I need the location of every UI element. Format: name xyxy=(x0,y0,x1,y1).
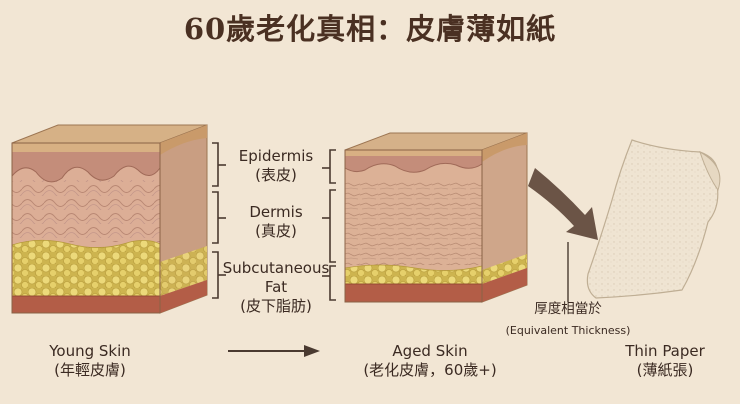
equivalent-en: (Equivalent Thickness) xyxy=(505,324,631,337)
dermis-en: Dermis xyxy=(249,203,303,221)
subcutaneous-zh: (皮下脂肪) xyxy=(240,297,312,315)
thin-paper xyxy=(586,139,721,299)
aged-skin-zh: (老化皮膚，60歲+) xyxy=(363,361,497,379)
young-skin-block xyxy=(11,124,208,314)
dermis-zh: (真皮) xyxy=(255,222,297,240)
epidermis-en: Epidermis xyxy=(238,147,314,165)
dermis-label: Dermis (真皮) xyxy=(226,203,326,241)
thin-paper-en: Thin Paper xyxy=(625,342,705,360)
young-skin-en: Young Skin xyxy=(49,342,131,360)
equivalent-zh: 厚度相當於 xyxy=(534,301,602,317)
epidermis-label: Epidermis (表皮) xyxy=(226,147,326,185)
young-skin-zh: (年輕皮膚) xyxy=(54,361,126,379)
thin-paper-caption: Thin Paper (薄紙張) xyxy=(600,342,730,380)
progression-arrow xyxy=(228,345,320,357)
layer-brackets xyxy=(212,142,336,301)
epidermis-zh: (表皮) xyxy=(255,166,297,184)
subcutaneous-en-2: Fat xyxy=(264,278,288,296)
aged-skin-block xyxy=(344,132,528,303)
young-skin-caption: Young Skin (年輕皮膚) xyxy=(20,342,160,380)
page-title: 60歲老化真相：皮膚薄如紙 xyxy=(183,12,557,46)
aged-skin-en: Aged Skin xyxy=(392,342,468,360)
aged-skin-caption: Aged Skin (老化皮膚，60歲+) xyxy=(345,342,515,380)
curved-arrow xyxy=(528,168,598,302)
thin-paper-zh: (薄紙張) xyxy=(636,361,694,379)
subcutaneous-en-1: Subcutaneous xyxy=(222,259,330,277)
subcutaneous-label: Subcutaneous Fat (皮下脂肪) xyxy=(218,259,334,316)
